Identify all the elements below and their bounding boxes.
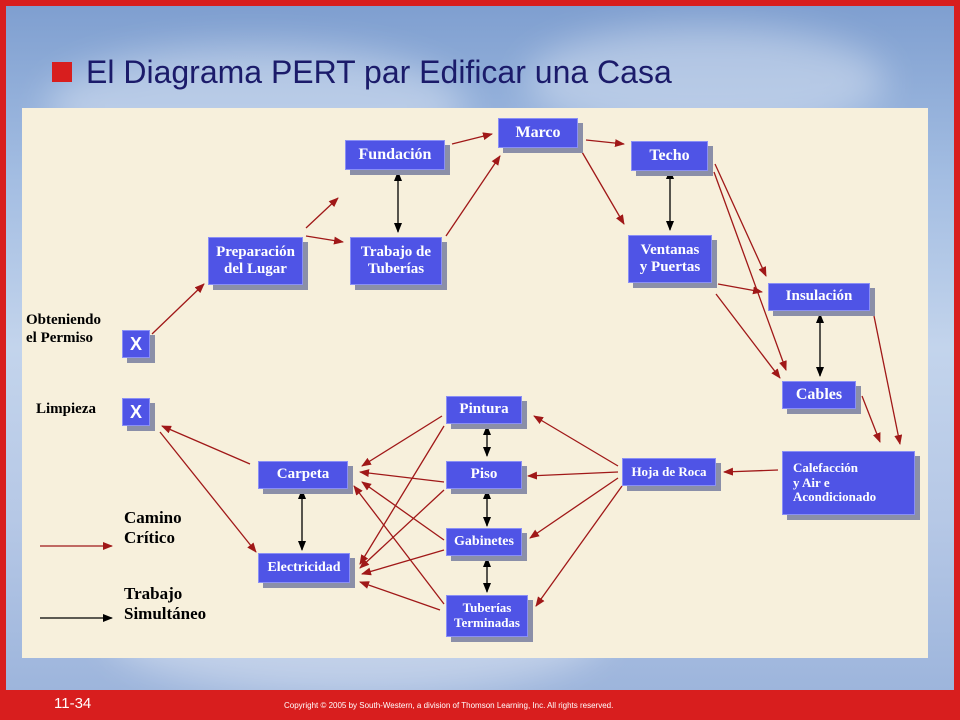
arrow-gabinetes-electricidad bbox=[361, 549, 445, 576]
node-cables: Cables bbox=[782, 381, 856, 409]
arrow-hoja-piso bbox=[527, 471, 619, 480]
node-electricidad: Electricidad bbox=[258, 553, 350, 583]
node-limpieza-x: X bbox=[122, 398, 150, 426]
arrow-hoja-gabinetes bbox=[529, 477, 619, 539]
arrow-insulacion-calefaccion bbox=[873, 315, 903, 445]
arrow-marco-techo bbox=[585, 139, 625, 148]
arrow-hoja-pintura bbox=[533, 415, 619, 467]
arrow-limpieza-electricidad bbox=[159, 431, 257, 553]
arrow-preparacion-tuberias bbox=[305, 235, 344, 245]
title-row: El Diagrama PERT par Edificar una Casa bbox=[52, 52, 672, 92]
arrow-piso-electricidad bbox=[359, 489, 445, 569]
arrow-ventanas-insulacion bbox=[717, 283, 763, 295]
arrow-tuberias-marco bbox=[445, 155, 501, 237]
copyright-text: Copyright © 2005 by South-Western, a div… bbox=[284, 701, 614, 710]
node-fundacion: Fundación bbox=[345, 140, 445, 170]
node-carpeta: Carpeta bbox=[258, 461, 348, 489]
arrow-calefaccion-hoja bbox=[723, 467, 779, 476]
bullet-icon bbox=[52, 62, 72, 82]
arrow-cables-calefaccion bbox=[861, 395, 881, 443]
node-pintura: Pintura bbox=[446, 396, 522, 424]
node-permiso-x: X bbox=[122, 330, 150, 358]
arrow-marco-ventanas bbox=[581, 151, 625, 225]
arrow-techo-cables bbox=[713, 171, 787, 371]
arrow-ventanas-cables bbox=[715, 293, 781, 379]
diagram-panel bbox=[22, 108, 928, 658]
node-piso: Piso bbox=[446, 461, 522, 489]
arrow-gabinetes-carpeta bbox=[361, 481, 445, 541]
node-insulacion: Insulación bbox=[768, 283, 870, 311]
slide-number: 11-34 bbox=[54, 695, 92, 712]
arrow-tuberias-term-electricidad bbox=[359, 581, 441, 611]
arrow-pintura-carpeta bbox=[361, 415, 443, 467]
arrow-techo-insulacion bbox=[714, 163, 767, 277]
arrow-fundacion-marco bbox=[451, 132, 493, 145]
arrow-carpeta-limpieza bbox=[161, 425, 251, 465]
node-techo: Techo bbox=[631, 141, 708, 171]
node-gabinetes: Gabinetes bbox=[446, 528, 522, 556]
slide-title: El Diagrama PERT par Edificar una Casa bbox=[86, 53, 672, 90]
node-hoja-roca: Hoja de Roca bbox=[622, 458, 716, 486]
label-limpieza: Limpieza bbox=[36, 401, 96, 417]
arrow-piso-carpeta bbox=[359, 469, 445, 483]
arrow-preparacion-fundacion bbox=[305, 197, 339, 229]
arrow-pintura-electricidad bbox=[359, 425, 445, 565]
node-marco: Marco bbox=[498, 118, 578, 148]
arrow-hoja-tuberias-term bbox=[535, 485, 623, 607]
arrow-permiso-preparacion bbox=[151, 283, 205, 335]
arrow-tuberias-term-carpeta bbox=[353, 485, 445, 605]
